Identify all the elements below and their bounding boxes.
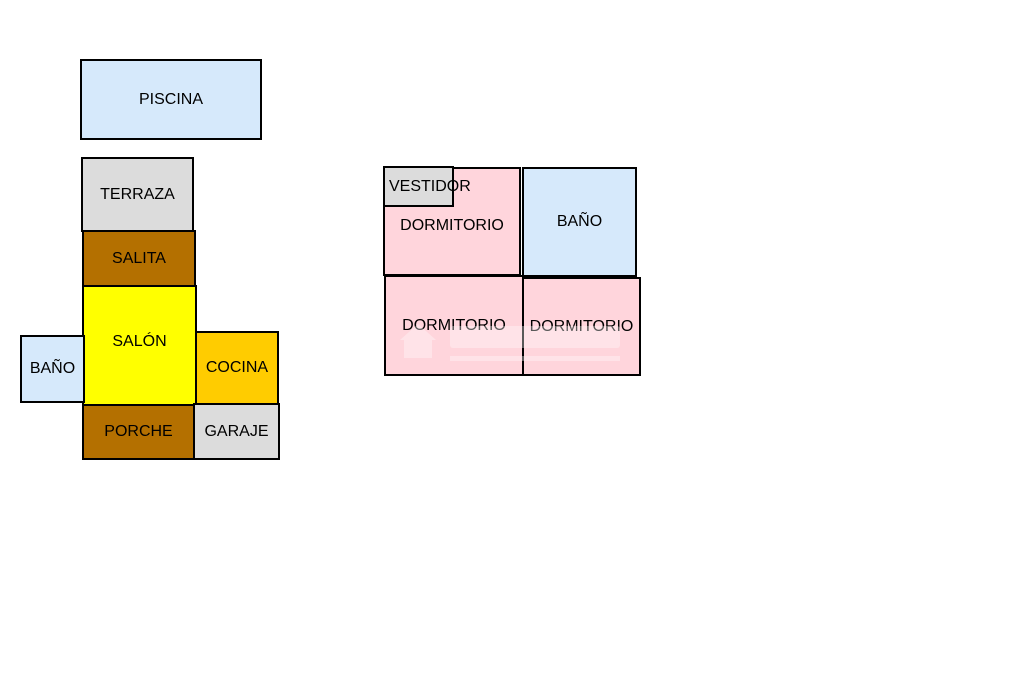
room-bano-ground: BAÑO [20, 335, 85, 403]
room-bano-upper: BAÑO [522, 167, 637, 277]
room-label-salita: SALITA [112, 249, 166, 267]
room-dormitorio-3: DORMITORIO [522, 277, 641, 376]
room-piscina: PISCINA [80, 59, 262, 140]
room-cocina: COCINA [195, 331, 279, 405]
room-label-dormitorio-1: DORMITORIO [400, 216, 504, 234]
room-label-bano-upper: BAÑO [556, 213, 603, 230]
room-label-dormitorio-2: DORMITORIO [402, 316, 506, 334]
room-label-dormitorio-3: DORMITORIO [529, 317, 634, 335]
room-label-bano-ground: BAÑO [29, 360, 76, 377]
room-label-cocina: COCINA [205, 359, 269, 376]
room-garaje: GARAJE [193, 403, 280, 460]
room-label-garaje: GARAJE [204, 422, 269, 440]
room-porche: PORCHE [82, 404, 195, 460]
room-label-terraza: TERRAZA [100, 185, 175, 203]
room-label-porche: PORCHE [104, 423, 173, 440]
room-label-salon: SALÓN [112, 332, 167, 350]
room-label-vestidor: VESTIDOR [389, 177, 471, 195]
room-salon: SALÓN [82, 285, 197, 406]
room-salita: SALITA [82, 230, 196, 287]
room-terraza: TERRAZA [81, 157, 194, 232]
room-label-piscina: PISCINA [138, 90, 203, 108]
room-vestidor: VESTIDOR [383, 166, 471, 207]
room-dormitorio-2: DORMITORIO [384, 275, 524, 376]
